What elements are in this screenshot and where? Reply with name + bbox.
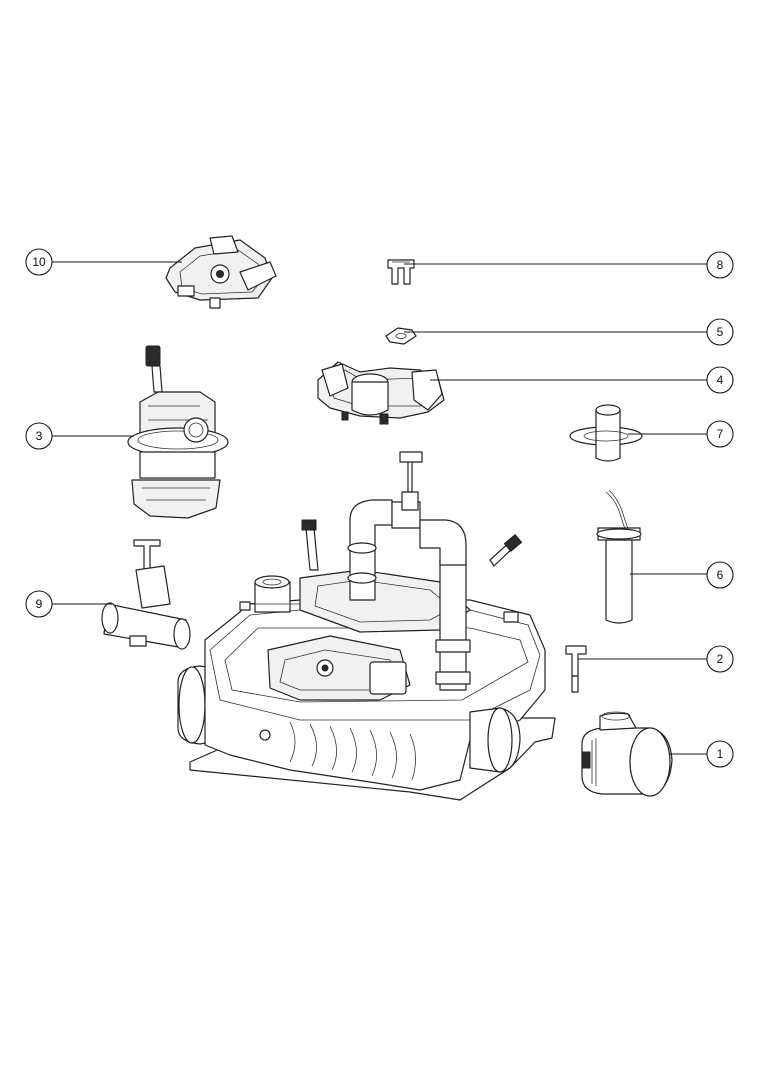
part-9-gate-valve bbox=[101, 539, 191, 650]
part-1-pipe-coupling bbox=[581, 711, 673, 797]
callout-9: 9 bbox=[25, 590, 53, 618]
part-8-bracket-clip bbox=[387, 259, 415, 285]
callout-number: 4 bbox=[717, 373, 724, 387]
part-6-float-sensor bbox=[596, 489, 642, 624]
callout-number: 6 bbox=[717, 568, 724, 582]
part-7-collar bbox=[569, 404, 643, 462]
part-4-manifold bbox=[317, 361, 445, 425]
callout-number: 5 bbox=[717, 325, 724, 339]
callout-3: 3 bbox=[25, 422, 53, 450]
part-3-pump-unit bbox=[127, 345, 229, 519]
callout-number: 10 bbox=[32, 255, 46, 269]
callout-2: 2 bbox=[706, 645, 734, 673]
part-2-bracket-bolt bbox=[565, 645, 587, 693]
callout-1: 1 bbox=[706, 740, 734, 768]
callout-6: 6 bbox=[706, 561, 734, 589]
callout-10: 10 bbox=[25, 248, 53, 276]
callout-number: 3 bbox=[36, 429, 43, 443]
callout-5: 5 bbox=[706, 318, 734, 346]
part-5-gasket bbox=[385, 327, 417, 345]
callout-number: 1 bbox=[717, 747, 724, 761]
callout-number: 8 bbox=[717, 258, 724, 272]
callout-number: 2 bbox=[717, 652, 724, 666]
callout-4: 4 bbox=[706, 366, 734, 394]
base-tank-assembly bbox=[177, 451, 556, 801]
callout-7: 7 bbox=[706, 420, 734, 448]
callout-number: 7 bbox=[717, 427, 724, 441]
part-10-pump-head bbox=[165, 235, 277, 309]
callout-8: 8 bbox=[706, 251, 734, 279]
callout-number: 9 bbox=[36, 597, 43, 611]
